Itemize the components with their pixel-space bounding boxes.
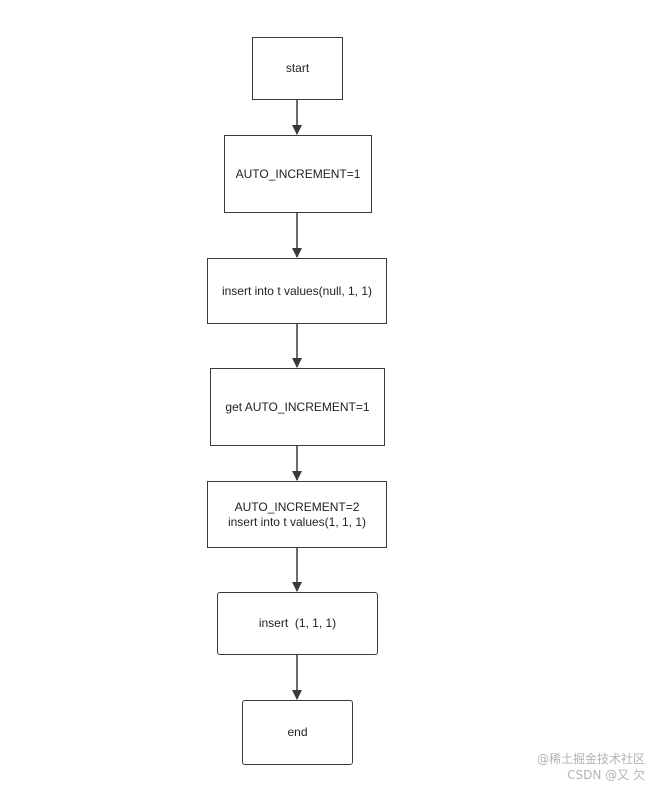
auto-increment-1-node: AUTO_INCREMENT=1: [224, 135, 372, 213]
insert-null-node: insert into t values(null, 1, 1): [207, 258, 387, 324]
insert-result-node: insert (1, 1, 1): [217, 592, 378, 655]
csdn-watermark: CSDN @又 欠: [567, 768, 645, 782]
juejin-watermark: @稀土掘金技术社区: [536, 752, 645, 766]
insert-values-label: insert into t values(1, 1, 1): [227, 514, 367, 529]
auto-increment-2-insert-node: AUTO_INCREMENT=2 insert into t values(1,…: [207, 481, 387, 548]
start-node-label: start: [285, 61, 310, 75]
auto-increment-2-label: AUTO_INCREMENT=2: [234, 499, 360, 514]
end-node-label: end: [287, 725, 308, 739]
end-node: end: [242, 700, 353, 765]
auto-increment-1-label: AUTO_INCREMENT=1: [235, 166, 361, 181]
insert-result-label: insert (1, 1, 1): [258, 616, 337, 630]
get-auto-increment-label: get AUTO_INCREMENT=1: [225, 399, 370, 414]
start-node: start: [252, 37, 343, 100]
insert-null-label: insert into t values(null, 1, 1): [221, 283, 373, 298]
get-auto-increment-node: get AUTO_INCREMENT=1: [210, 368, 385, 446]
